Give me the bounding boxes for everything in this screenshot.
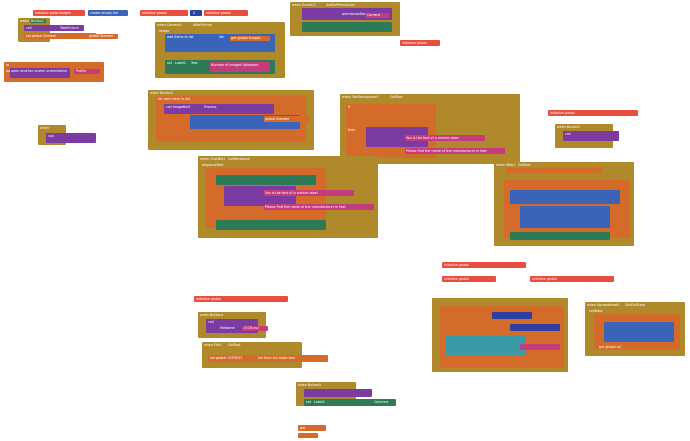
set-global-number[interactable]: set global Number (24, 33, 96, 39)
init-label-right[interactable]: initialize global (400, 40, 440, 46)
call-imagebot-process[interactable]: call ImageBot1 Process (164, 104, 274, 114)
chatbot-set-text[interactable] (216, 175, 316, 185)
get-global-images[interactable]: get global Images (230, 36, 270, 41)
init-images-name[interactable]: images (58, 11, 74, 15)
button1-component[interactable]: Button1 (30, 19, 46, 23)
web-set-columns[interactable] (510, 232, 610, 240)
init-count[interactable]: initialize global (442, 262, 526, 268)
web-list-block[interactable] (510, 190, 620, 204)
chatbot-converse[interactable] (366, 127, 428, 147)
set-global-ocrtext[interactable]: set global OCRTEXT list from csv table t… (208, 355, 328, 362)
init-images-value[interactable]: create empty list (88, 10, 128, 16)
call-takepicture[interactable]: call TakePicture (24, 25, 84, 31)
open-another-screen[interactable]: open another screen screenName (10, 68, 70, 78)
call-button2-method[interactable]: call (46, 133, 96, 143)
math-block-2[interactable] (510, 324, 560, 331)
text-label-found[interactable]: You is the text of a clothes label (405, 135, 485, 141)
init-label-block[interactable]: initialize global (204, 10, 248, 16)
chatbot-set-2[interactable] (216, 220, 326, 230)
call-chatbot-3[interactable]: call (563, 131, 619, 141)
init-sheetdata[interactable]: initialize global (548, 110, 638, 116)
spreadsheet-add[interactable] (604, 322, 674, 342)
web-add-items[interactable] (520, 206, 610, 228)
chatbot-converse-2[interactable] (224, 186, 296, 206)
permission-value[interactable]: Camera (365, 13, 389, 18)
get-global-number-2[interactable]: global Number (264, 116, 310, 122)
init-number-block[interactable]: initialize global (140, 10, 188, 16)
text-find-manufacturer[interactable]: Please find the name of the manufacturer… (405, 148, 505, 154)
button5-call[interactable] (304, 389, 372, 397)
small-get-block[interactable]: get (298, 425, 326, 431)
chatbot-text-2[interactable]: Please find the name of the manufacturer… (264, 204, 374, 210)
get-global-url[interactable]: get global url (598, 345, 632, 350)
screen-name-value[interactable]: Profile (74, 69, 100, 74)
init-gpt[interactable]: initialize global (530, 276, 614, 282)
get-global-number[interactable]: global Number (88, 34, 118, 39)
join-text[interactable]: Number of Images Uploaded (210, 62, 270, 72)
set-label-images-uploaded[interactable] (302, 22, 392, 32)
init-url-var[interactable]: initialize global (442, 276, 496, 282)
teal-component[interactable] (446, 336, 526, 356)
init-ocrtext[interactable]: initialize global (194, 296, 288, 302)
math-block-1[interactable] (492, 312, 532, 319)
text-block-bottom[interactable] (520, 344, 560, 350)
chatbot-text-1[interactable]: You is the text of a clothes label (264, 190, 354, 196)
button5-set-label[interactable]: set Label1 Columns (304, 399, 396, 406)
web-params[interactable] (506, 168, 602, 173)
init-images-label: initialize global (35, 11, 60, 15)
init-number-value[interactable]: 0 (190, 10, 202, 16)
readfile-path[interactable]: /OCR.csv (242, 326, 268, 331)
small-get-block-2[interactable] (298, 433, 318, 438)
